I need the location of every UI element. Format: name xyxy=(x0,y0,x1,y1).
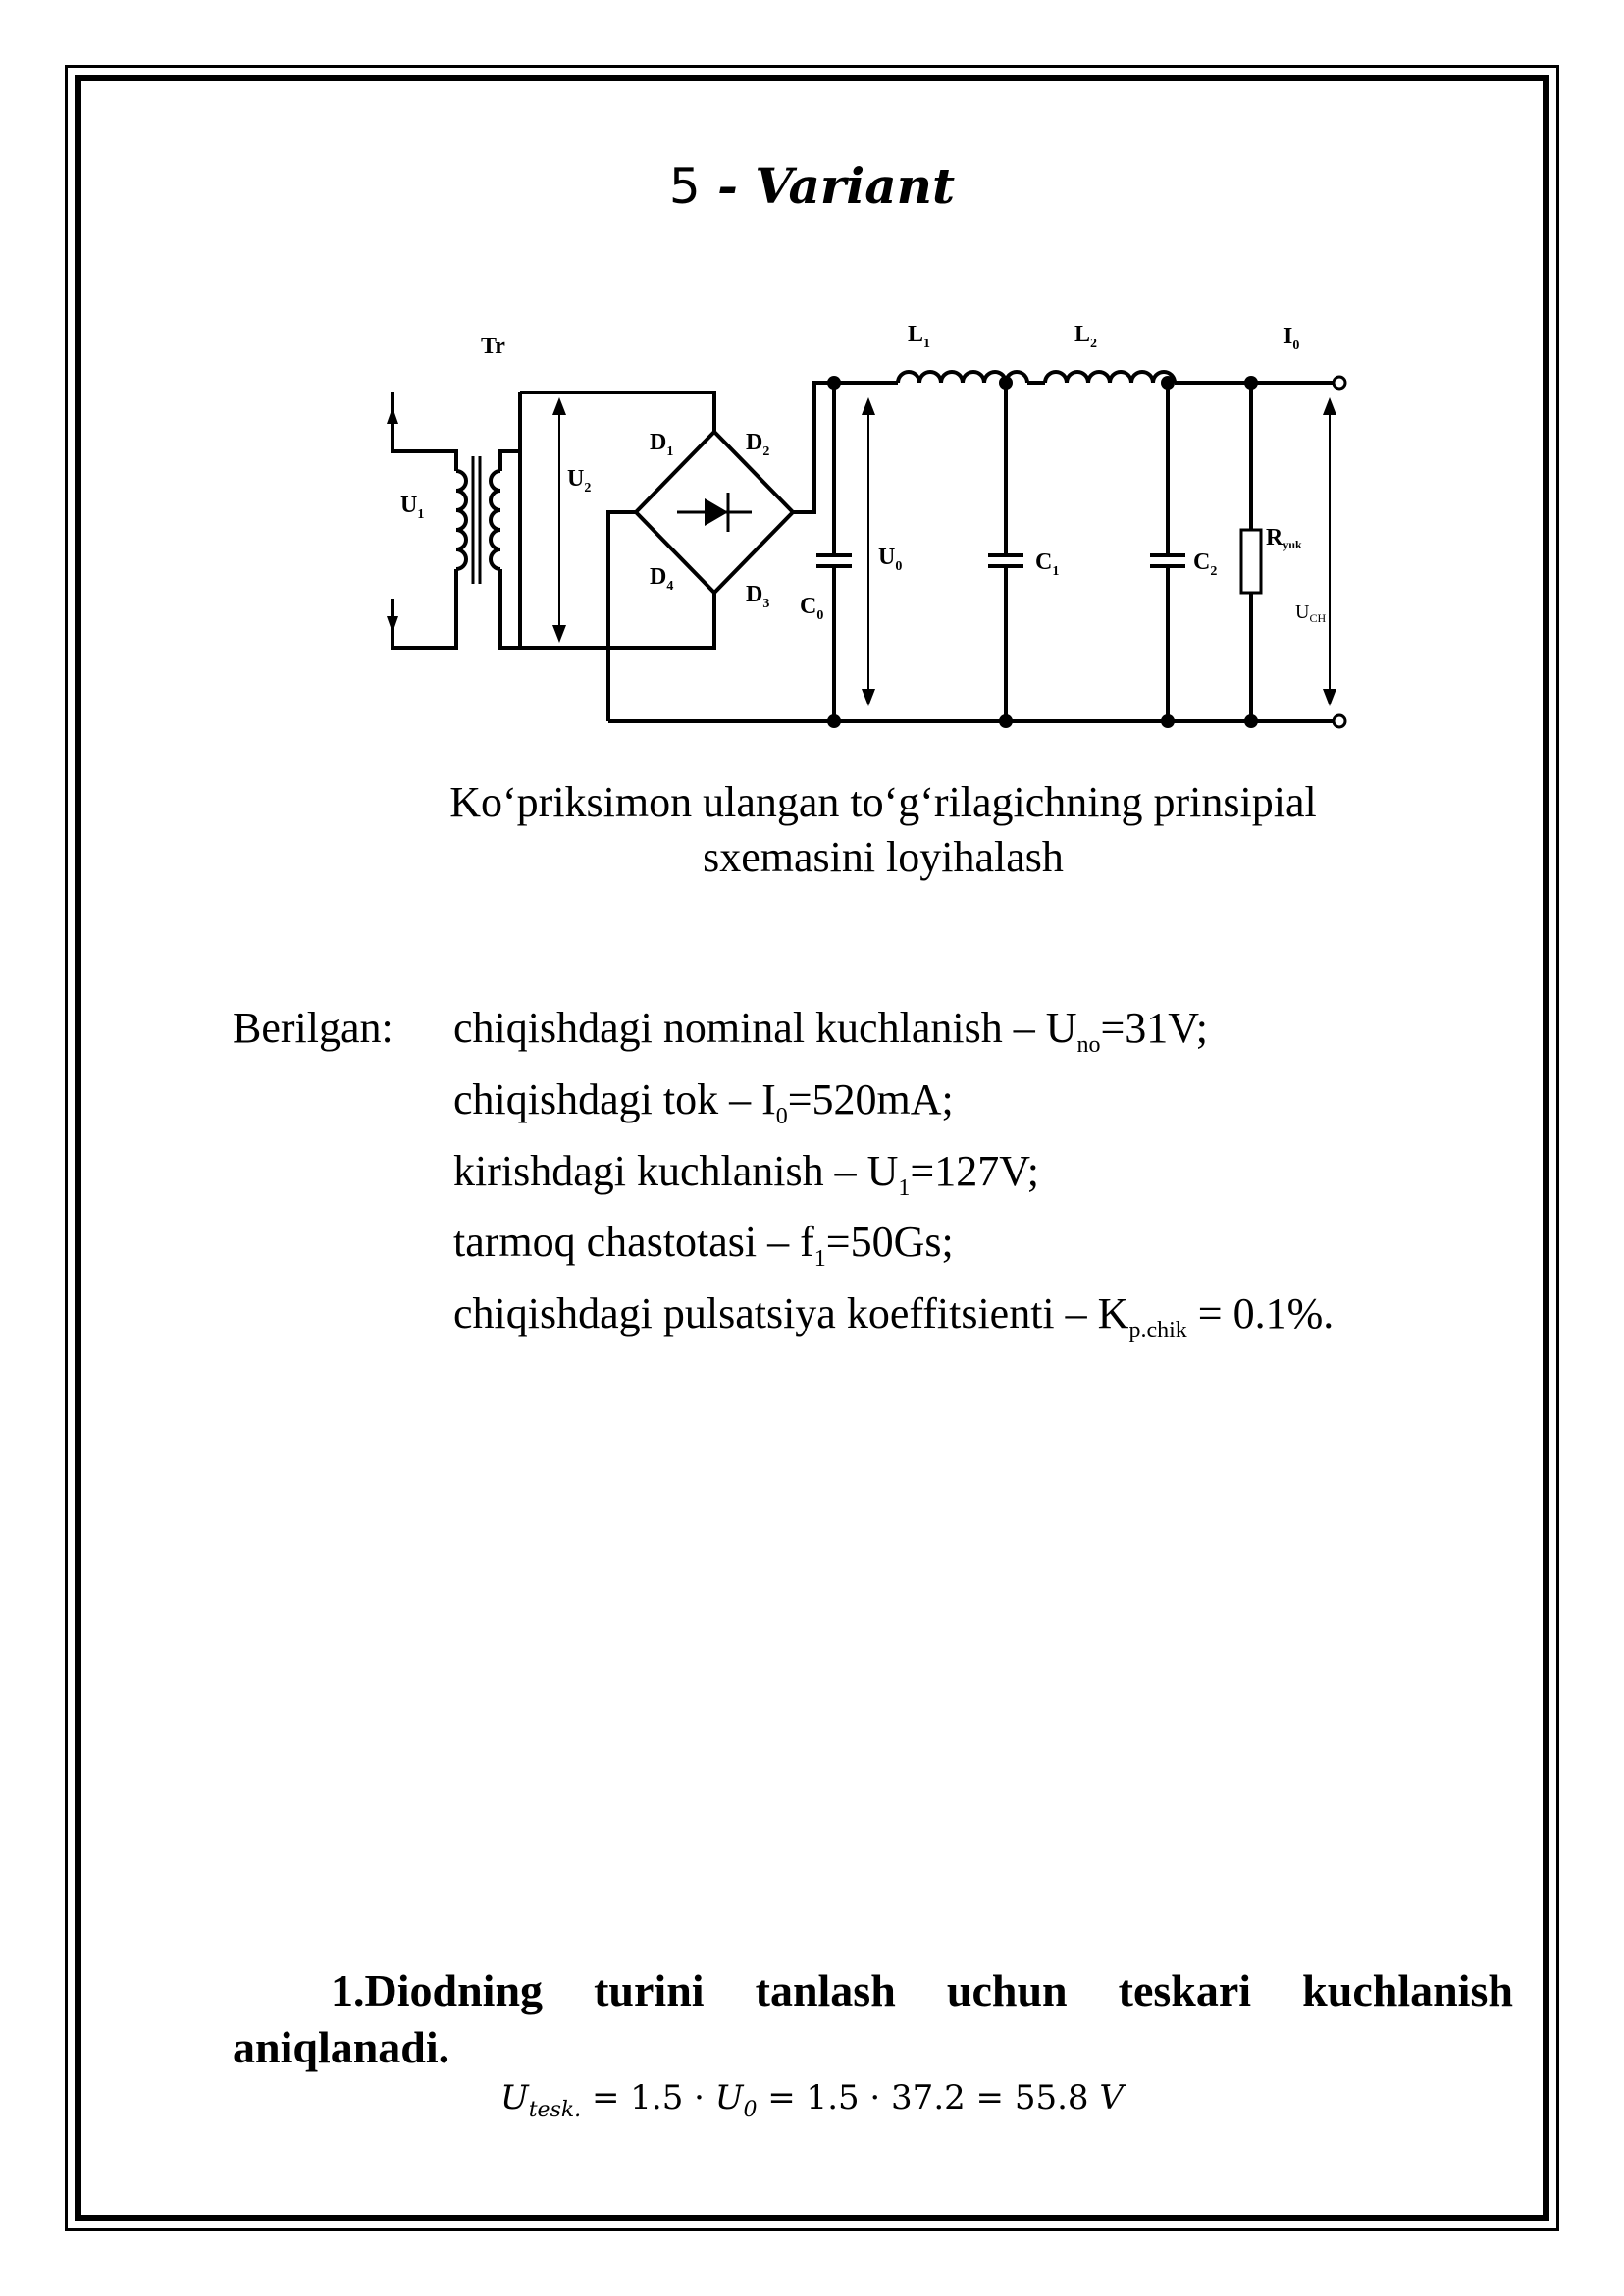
given-label: Berilgan: xyxy=(233,1004,393,1052)
label-d2: D2 xyxy=(746,430,769,459)
given-item-nominal-voltage: chiqishdagi nominal kuchlanish – Uno=31V… xyxy=(453,1004,1209,1058)
label-ryuk: Ryuk xyxy=(1266,525,1302,551)
given-items: chiqishdagi nominal kuchlanish – Uno=31V… xyxy=(453,1001,1334,1358)
given-item-frequency: tarmoq chastotasi – f1=50Gs; xyxy=(453,1218,954,1273)
label-d3: D3 xyxy=(746,582,769,611)
given-item-ripple-coefficient: chiqishdagi pulsatsiya koeffitsienti – K… xyxy=(453,1289,1335,1343)
label-c1: C1 xyxy=(1035,549,1059,579)
label-tr: Tr xyxy=(481,334,505,359)
figure-caption: Ko‘priksimon ulangan to‘g‘rilagichning p… xyxy=(294,775,1472,885)
label-u2: U2 xyxy=(567,466,591,496)
label-i0: I0 xyxy=(1283,324,1299,353)
variant-word: Variant xyxy=(755,157,956,215)
page-border-outer xyxy=(65,65,1559,2231)
label-c0: C0 xyxy=(800,594,823,623)
label-c2: C2 xyxy=(1193,549,1217,579)
variant-dash: - xyxy=(700,157,756,215)
given-item-output-current: chiqishdagi tok – I0=520mA; xyxy=(453,1074,954,1129)
section-heading: 1.Diodning turini tanlash uchun teskari … xyxy=(233,1962,1513,2076)
label-d4: D4 xyxy=(650,564,673,594)
bridge-rectifier-schematic: Tr U1 U2 D1 D2 D3 D4 C0 U0 L1 L2 C1 C2 I… xyxy=(387,322,1347,729)
variant-number: 5 xyxy=(668,158,701,215)
section-heading-line-2: aniqlanadi. xyxy=(233,2022,450,2072)
section-heading-line-1: 1.Diodning turini tanlash uchun teskari … xyxy=(331,1965,1513,2015)
label-d1: D1 xyxy=(650,430,673,459)
label-l2: L2 xyxy=(1074,322,1097,351)
page-border-inner xyxy=(75,75,1549,2221)
given-item-input-voltage: kirishdagi kuchlanish – U1=127V; xyxy=(453,1146,1039,1201)
page-title: 5 - Variant xyxy=(0,157,1624,215)
label-u1: U1 xyxy=(400,493,424,522)
label-uch: UCH xyxy=(1295,601,1326,625)
caption-line-2: sxemasini loyihalash xyxy=(703,833,1064,881)
caption-line-1: Ko‘priksimon ulangan to‘g‘rilagichning p… xyxy=(449,778,1317,826)
label-l1: L1 xyxy=(908,322,930,351)
reverse-voltage-formula: Utesk. = 1.5 · U0 = 1.5 · 37.2 = 55.8 V xyxy=(500,2078,1124,2122)
label-u0: U0 xyxy=(878,545,902,574)
